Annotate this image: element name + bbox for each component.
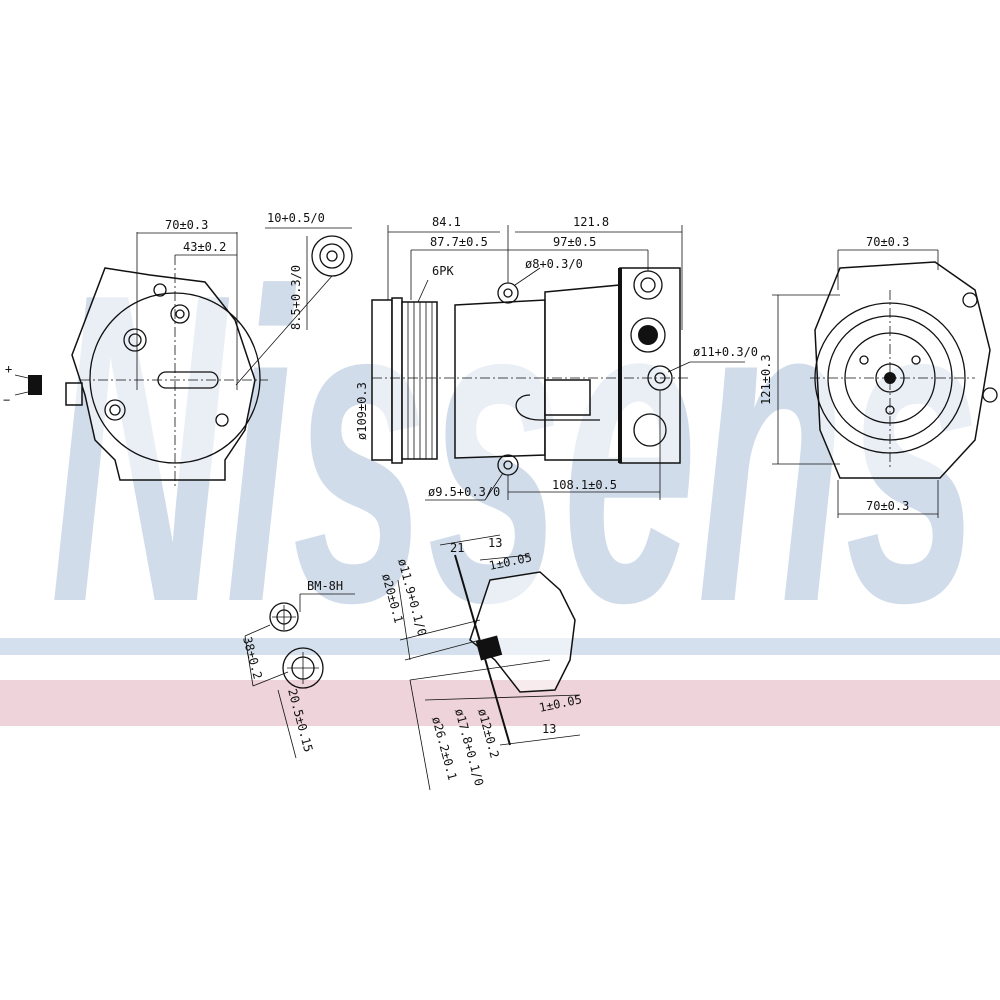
dim-top-70: 70±0.3	[866, 235, 909, 249]
dim-offset-43: 43±0.2	[183, 240, 226, 254]
dim-hole-9-5: ø9.5+0.3/0	[428, 485, 500, 499]
dim-hole-11: ø11+0.3/0	[693, 345, 758, 359]
dim-13-top: 13	[488, 536, 502, 550]
minus-label: −	[3, 393, 10, 407]
connector: + −	[3, 362, 42, 407]
rear-view: 70±0.3 121±0.3 70±0.3	[759, 235, 998, 518]
pink-stripe	[0, 680, 1000, 726]
dim-87-7: 87.7±0.5	[430, 235, 488, 249]
dim-slot-8-5: 8.5+0.3/0	[289, 265, 303, 330]
dim-dia-109: ø109±0.3	[355, 382, 369, 440]
dim-slot-10: 10+0.5/0	[267, 211, 325, 225]
dim-bottom-70: 70±0.3	[866, 499, 909, 513]
front-view: 70±0.3 43±0.2 10+0.5/0 8.5+0.3/0 + −	[3, 211, 353, 488]
plus-label: +	[5, 362, 12, 376]
dim-108-1: 108.1±0.5	[552, 478, 617, 492]
dim-13-bottom: 13	[542, 722, 556, 736]
dim-21: 21	[450, 541, 464, 555]
dim-97: 97±0.5	[553, 235, 596, 249]
port-type-label: BM-8H	[307, 579, 343, 593]
dim-width-70: 70±0.3	[165, 218, 208, 232]
dim-hole-8: ø8+0.3/0	[525, 257, 583, 271]
side-view: 84.1 121.8 87.7±0.5 97±0.5 ø8+0.3/0 6PK …	[355, 215, 758, 501]
pulley-6pk-label: 6PK	[432, 264, 454, 278]
dim-121-8: 121.8	[573, 215, 609, 229]
terminal	[65, 382, 83, 406]
dim-84-1: 84.1	[432, 215, 461, 229]
dim-height-121: 121±0.3	[759, 354, 773, 405]
